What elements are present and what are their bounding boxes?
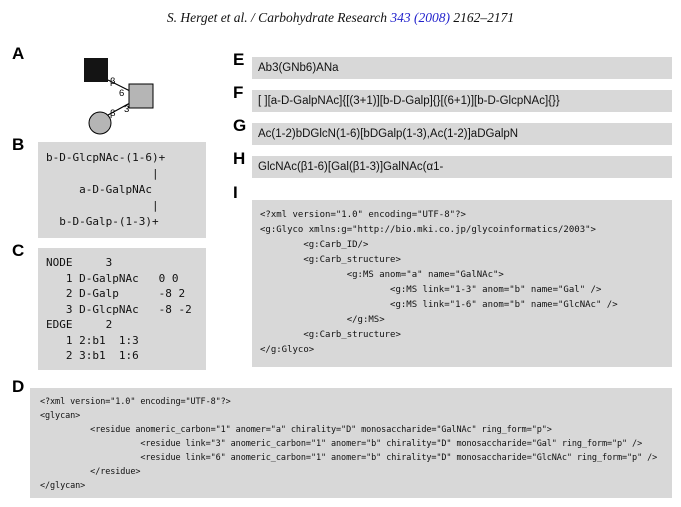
glcnac-black-square-icon bbox=[84, 58, 108, 82]
panel-c-box: NODE 3 1 D-GalpNAc 0 0 2 D-Galp -8 2 3 D… bbox=[38, 248, 206, 370]
code-line: EDGE 2 bbox=[46, 318, 113, 331]
format-string-g: Ac(1-2)bDGlcN(1-6)[bDGalp(1-3),Ac(1-2)]a… bbox=[258, 128, 519, 140]
format-string-h: GlcNAc(β1-6)[Gal(β1-3)]GalNAc(α1- bbox=[258, 161, 444, 173]
code-line: | bbox=[46, 167, 159, 180]
gal-gray-circle-icon bbox=[88, 111, 112, 135]
linkage-line-beta3 bbox=[107, 102, 131, 116]
code-line: | bbox=[46, 199, 159, 212]
code-line: </g:Glyco> bbox=[260, 345, 315, 355]
header-volume-link[interactable]: 343 (2008) bbox=[390, 10, 451, 25]
code-line: 2 3:b1 1:6 bbox=[46, 349, 139, 362]
panel-label-e: E bbox=[233, 50, 245, 69]
code-line: <?xml version="1.0" encoding="UTF-8"?> bbox=[260, 210, 466, 220]
panel-label-i: I bbox=[233, 183, 238, 202]
anomer-label-beta-top: β bbox=[110, 76, 116, 87]
code-line: 3 D-GlcpNAc -8 -2 bbox=[46, 302, 192, 316]
journal-header: S. Herget et al. / Carbohydrate Research… bbox=[0, 9, 681, 27]
code-line: 1 2:b1 1:3 bbox=[46, 333, 139, 347]
code-line: NODE 3 bbox=[46, 256, 113, 269]
panel-d-box: <?xml version="1.0" encoding="UTF-8"?> <g… bbox=[30, 388, 672, 498]
code-line: <g:Carb_structure> bbox=[260, 330, 401, 340]
linkage-line-beta6 bbox=[107, 79, 131, 92]
panel-b-box: b-D-GlcpNAc-(1-6)+ | a-D-GalpNAc | b-D-G… bbox=[38, 142, 206, 238]
panel-g-box: Ac(1-2)bDGlcN(1-6)[bDGalp(1-3),Ac(1-2)]a… bbox=[252, 123, 672, 145]
panel-label-c: C bbox=[12, 241, 25, 260]
position-label-3: 3 bbox=[124, 104, 129, 115]
code-line: <g:MS anom="a" name="GalNAc"> bbox=[260, 270, 504, 280]
code-line: b-D-GlcpNAc-(1-6)+ bbox=[46, 151, 166, 164]
anomer-label-beta-bottom: β bbox=[110, 108, 116, 119]
position-label-6: 6 bbox=[119, 88, 124, 99]
code-line: <g:MS link="1-3" anom="b" name="Gal" /> bbox=[260, 285, 602, 295]
code-line: <g:Glyco xmlns:g="http://bio.mki.co.jp/g… bbox=[260, 225, 596, 235]
code-line: <g:MS link="1-6" anom="b" name="GlcNAc" … bbox=[260, 300, 618, 310]
code-line: <?xml version="1.0" encoding="UTF-8"?> bbox=[40, 397, 231, 407]
panel-label-h: H bbox=[233, 149, 246, 168]
code-line: <residue link="6" anomeric_carbon="1" an… bbox=[40, 453, 658, 463]
galnac-gray-square-icon bbox=[128, 83, 154, 109]
code-line: </glycan> bbox=[40, 481, 86, 491]
panel-label-d: D bbox=[12, 377, 25, 396]
format-string-f: [ ][a-D-GalpNAc]{[(3+1)][b-D-Galp]{}[(6+… bbox=[258, 95, 560, 107]
panel-label-b: B bbox=[12, 135, 25, 154]
code-line: <g:Carb_ID/> bbox=[260, 240, 369, 250]
code-line: </residue> bbox=[40, 467, 141, 477]
format-string-e: Ab3(GNb6)ANa bbox=[258, 62, 339, 74]
code-line: 1 D-GalpNAc 0 0 bbox=[46, 271, 179, 285]
panel-e-box: Ab3(GNb6)ANa bbox=[252, 57, 672, 79]
code-line: <glycan> bbox=[40, 411, 81, 421]
code-line: </g:MS> bbox=[260, 315, 385, 325]
code-line: <g:Carb_structure> bbox=[260, 255, 401, 265]
panel-f-box: [ ][a-D-GalpNAc]{[(3+1)][b-D-Galp]{}[(6+… bbox=[252, 90, 672, 112]
code-line: <residue anomeric_carbon="1" anomer="a" … bbox=[40, 425, 552, 435]
panel-i-box: <?xml version="1.0" encoding="UTF-8"?> <g… bbox=[252, 200, 672, 367]
panel-label-g: G bbox=[233, 116, 247, 135]
panel-label-a: A bbox=[12, 44, 25, 63]
panel-h-box: GlcNAc(β1-6)[Gal(β1-3)]GalNAc(α1- bbox=[252, 156, 672, 178]
panel-label-f: F bbox=[233, 83, 244, 102]
code-line: <residue link="3" anomeric_carbon="1" an… bbox=[40, 439, 643, 449]
code-line: 2 D-Galp -8 2 bbox=[46, 287, 186, 300]
code-line: a-D-GalpNAc bbox=[46, 183, 152, 196]
code-line: b-D-Galp-(1-3)+ bbox=[46, 215, 159, 228]
header-page-range: 2162–2171 bbox=[450, 10, 515, 25]
glycan-symbol-diagram: β 6 β 3 bbox=[84, 58, 154, 135]
header-citation-text: S. Herget et al. / Carbohydrate Research bbox=[166, 10, 391, 25]
